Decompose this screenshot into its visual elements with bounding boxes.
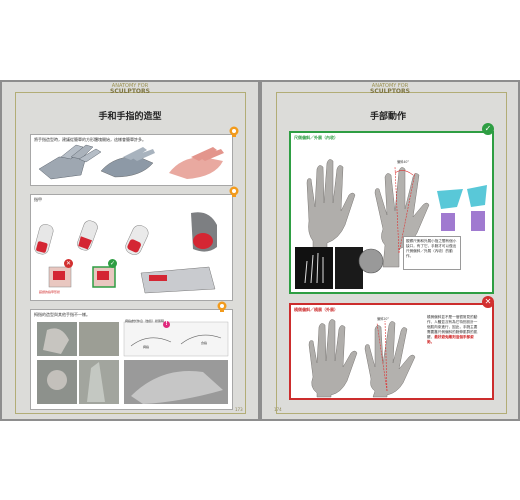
left-page-title: 手和手指的造型 — [98, 112, 162, 122]
thumb-caption: 拇指的造型與其他手指不一樣。 — [34, 312, 90, 317]
right-page-frame — [276, 92, 507, 414]
wrong-cross-badge-icon: ✕ — [482, 296, 494, 308]
thumb-label: 拇指 — [143, 345, 150, 349]
attention-exclamation-icon: ! — [163, 321, 170, 328]
radial-deviation-box: 橈側偏斜／橈展（外展） 偏斜20° 橈側偏斜並不是一個很常見的動作，人體並沒有為… — [289, 303, 494, 400]
radial-angle-label: 偏斜20° — [377, 317, 390, 321]
radial-deviation-label: 橈側偏斜／橈展（外展） — [294, 307, 338, 312]
tip-lightbulb-icon-2 — [229, 186, 239, 197]
fingernail-caption: 指甲 — [34, 197, 42, 202]
finger-blocks-panel: 將手指造型時，建議從簡單的方形體塊開始，這樣會簡單許多。 — [30, 126, 239, 186]
radial-deviation-illustration — [308, 319, 416, 398]
left-page-frame — [15, 92, 246, 414]
left-page-number: 173 — [235, 407, 243, 412]
ulnar-deviation-label: 尺側偏斜／外展（內收） — [294, 135, 338, 140]
ulnar-deviation-box: 尺側偏斜／外展（內收） 偏斜40° 觀察尺側和外展小指之間有個小缺口，有了它，手… — [289, 131, 494, 294]
correct-check-badge-icon: ✓ — [482, 123, 494, 135]
right-page-number: 174 — [274, 407, 282, 412]
wrong-cross-icon: ✕ — [64, 259, 73, 268]
finger-blocks-illustration — [38, 144, 224, 180]
thumb-panel: 拇指的造型與其他手指不一樣。 拇指處於休息（放鬆）狀態時 拇指 食指 ! — [30, 301, 233, 410]
ulnar-deviation-illustration — [295, 159, 487, 289]
wrong-nail-caption: 錯誤的指甲形狀 — [39, 290, 61, 294]
radial-note-text: 橈側偏斜並不是一個很常見的動作，人體並沒有為它特別設計一個肌肉來進行，因此，手腕… — [427, 315, 478, 339]
fingernail-panel: 指甲 ✕ ✓ 錯誤的指甲形狀 — [30, 186, 239, 301]
radial-deviation-note: 橈側偏斜並不是一個很常見的動作，人體並沒有為它特別設計一個肌肉來進行，因此，手腕… — [425, 313, 481, 357]
ulnar-deviation-note: 觀察尺側和外展小指之間有個小缺口，有了它，手腕才可以做出尺側偏斜／外展（內收）的… — [403, 236, 461, 270]
index-finger-label: 食指 — [201, 341, 208, 345]
right-page-title: 手部動作 — [369, 112, 406, 122]
thumb-illustration — [37, 321, 229, 404]
correct-check-icon: ✓ — [108, 259, 117, 268]
radial-note-warning: 最好避免雕刻這個手部姿勢。 — [427, 335, 474, 344]
fingernail-illustration — [34, 212, 217, 294]
tip-lightbulb-icon — [229, 126, 239, 137]
finger-blocks-caption: 將手指造型時，建議從簡單的方形體塊開始，這樣會簡單許多。 — [34, 137, 146, 142]
ulnar-angle-label: 偏斜40° — [397, 160, 410, 164]
tip-lightbulb-icon-3 — [217, 301, 227, 312]
thumb-inset-caption: 拇指處於休息（放鬆）狀態時 — [125, 319, 165, 323]
